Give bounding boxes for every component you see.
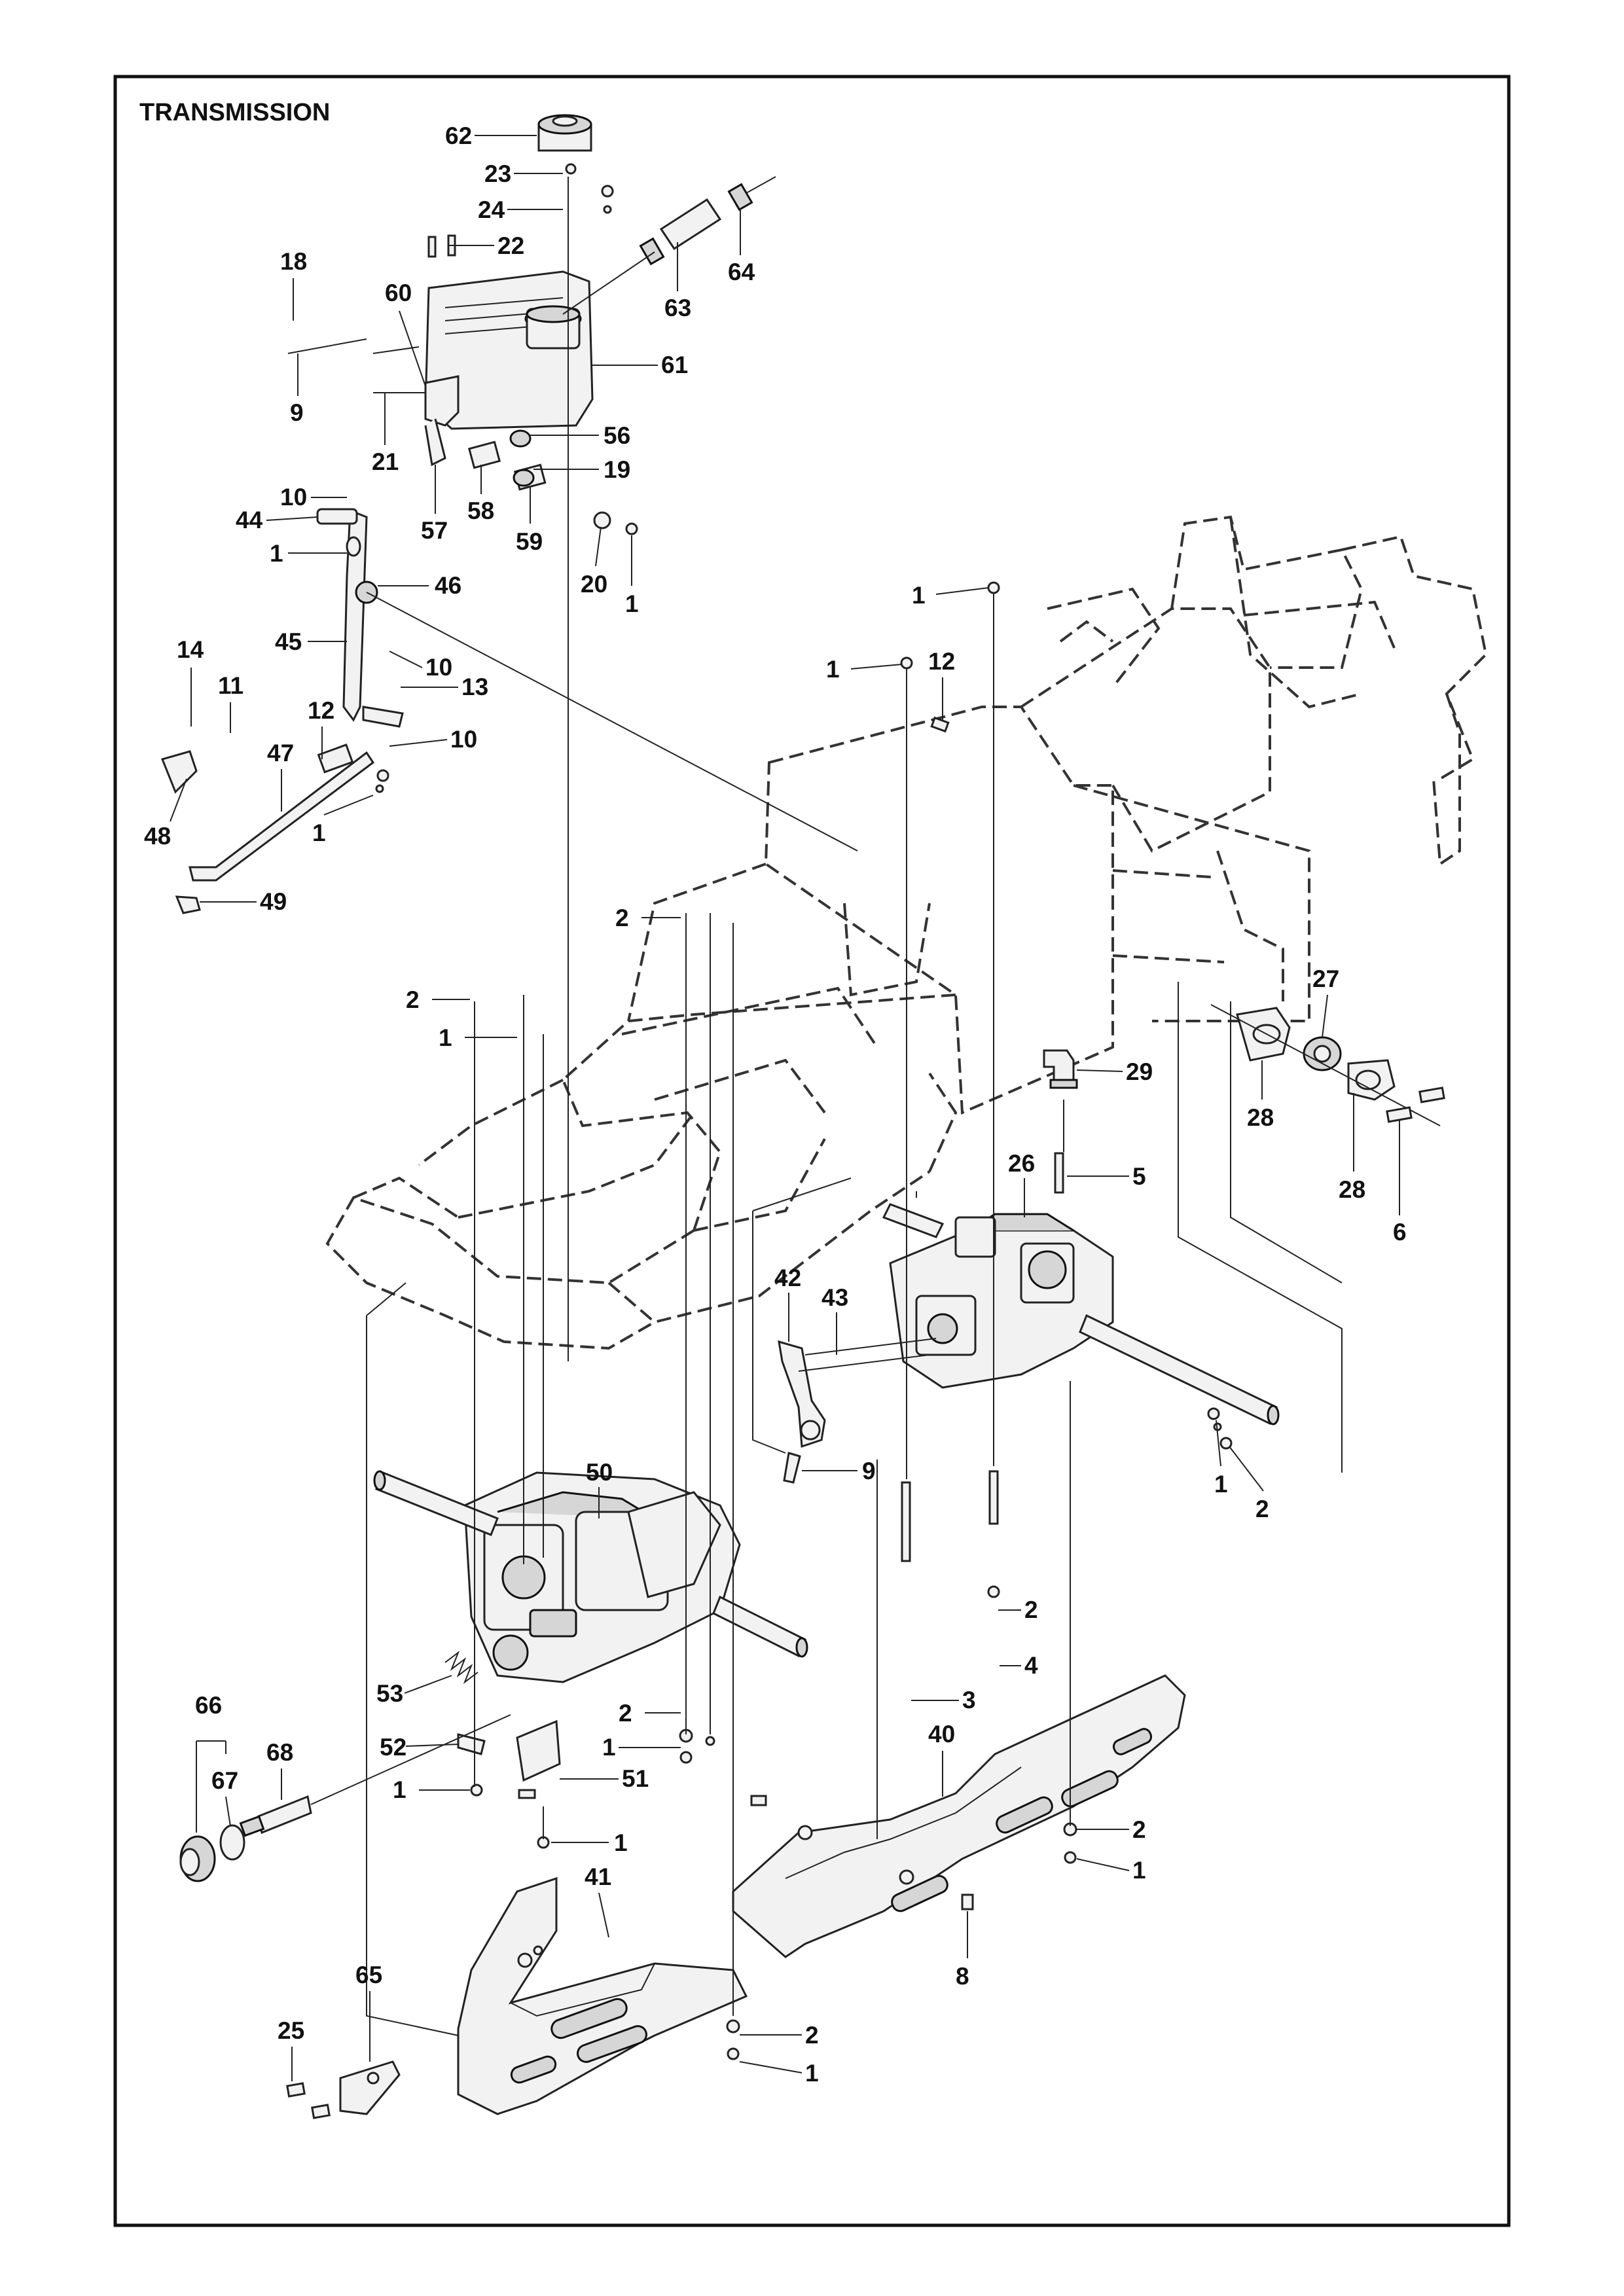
bearing-assembly — [1210, 1004, 1445, 1126]
callout-1e: 1 — [826, 656, 840, 683]
callout-1c: 1 — [312, 819, 326, 846]
callout-63: 63 — [664, 295, 691, 321]
transaxle-left — [373, 1470, 808, 1683]
callout-59: 59 — [516, 528, 543, 555]
callout-26: 26 — [1008, 1150, 1035, 1177]
chassis-frame — [325, 515, 1488, 1350]
callout-24: 24 — [478, 196, 505, 223]
callout-57: 57 — [421, 517, 448, 544]
callout-14: 14 — [177, 636, 204, 663]
skid-plate-right — [732, 1674, 1186, 1958]
callout-labels: 62 23 24 22 64 63 18 60 61 9 21 56 19 57… — [144, 122, 1407, 2087]
callout-60: 60 — [385, 279, 412, 306]
callout-19: 19 — [604, 456, 630, 483]
callout-3: 3 — [962, 1687, 976, 1713]
callout-1j: 1 — [614, 1829, 628, 1856]
transaxle-left-small-parts — [444, 1651, 715, 1849]
callout-1g: 1 — [1214, 1471, 1228, 1498]
callout-8: 8 — [956, 1963, 969, 1990]
callout-1l: 1 — [805, 2060, 819, 2087]
callout-11: 11 — [218, 672, 244, 699]
diagram-title: TRANSMISSION — [139, 99, 330, 126]
callout-10b: 10 — [425, 654, 452, 681]
callout-9b: 9 — [862, 1458, 876, 1484]
callout-43: 43 — [821, 1284, 848, 1311]
callout-67: 67 — [211, 1767, 238, 1794]
callout-27: 27 — [1312, 965, 1339, 992]
callout-51: 51 — [622, 1765, 649, 1792]
accumulator-assembly — [179, 1714, 511, 1882]
callout-4: 4 — [1024, 1652, 1038, 1679]
callout-10c: 10 — [450, 726, 477, 753]
transaxle-right — [882, 1191, 1280, 1426]
callout-2d: 2 — [1024, 1596, 1038, 1623]
callout-47: 47 — [267, 740, 294, 766]
callout-42: 42 — [774, 1265, 801, 1291]
callout-68: 68 — [266, 1739, 293, 1766]
page-border — [113, 75, 1511, 2227]
callout-5: 5 — [1132, 1163, 1146, 1190]
callout-10a: 10 — [280, 484, 307, 511]
callout-2g: 2 — [805, 2022, 819, 2049]
callout-52: 52 — [380, 1734, 406, 1761]
callout-50: 50 — [586, 1459, 613, 1486]
shift-arm-right — [778, 1338, 937, 1484]
callout-62: 62 — [445, 122, 472, 149]
callout-18: 18 — [280, 248, 307, 275]
callout-1b: 1 — [625, 590, 639, 617]
callout-49: 49 — [260, 888, 287, 915]
callout-1f: 1 — [439, 1024, 452, 1051]
callout-29: 29 — [1126, 1058, 1153, 1085]
shift-lever-linkage — [160, 508, 404, 914]
callout-21: 21 — [372, 448, 399, 475]
skid-plate-left — [457, 1876, 748, 2115]
callout-23: 23 — [484, 160, 511, 187]
callout-22: 22 — [497, 232, 524, 259]
callout-9: 9 — [290, 399, 304, 426]
shift-linkage-upper — [287, 338, 547, 491]
callout-46: 46 — [435, 572, 461, 599]
callout-12b: 12 — [928, 648, 955, 675]
callout-1k: 1 — [1132, 1857, 1146, 1884]
callout-2f: 2 — [1132, 1816, 1146, 1843]
callout-2b: 2 — [406, 986, 420, 1013]
callout-1h: 1 — [602, 1734, 616, 1761]
callout-45: 45 — [275, 628, 302, 655]
assembly-guide-lines — [366, 177, 1343, 2036]
callout-12a: 12 — [308, 697, 334, 724]
expansion-tank — [424, 270, 594, 430]
callout-65: 65 — [355, 1962, 382, 1988]
mount-bracket — [286, 2019, 740, 2119]
callout-56: 56 — [604, 422, 630, 449]
callout-40: 40 — [928, 1721, 955, 1748]
callout-13: 13 — [461, 673, 488, 700]
callout-2c: 2 — [1255, 1496, 1269, 1522]
callout-20: 20 — [581, 571, 607, 598]
callout-1a: 1 — [270, 540, 283, 567]
callout-61: 61 — [661, 351, 688, 378]
callout-64: 64 — [728, 259, 755, 285]
callout-66: 66 — [195, 1692, 222, 1719]
callout-28a: 28 — [1247, 1104, 1274, 1131]
callout-1i: 1 — [393, 1776, 406, 1803]
callout-28b: 28 — [1339, 1176, 1365, 1203]
callout-2e: 2 — [619, 1700, 632, 1727]
callout-25: 25 — [278, 2017, 304, 2044]
callout-1d: 1 — [912, 582, 926, 609]
elbow-fitting — [1043, 1049, 1078, 1089]
hose-assembly — [562, 176, 776, 315]
callout-6: 6 — [1393, 1219, 1407, 1246]
callout-58: 58 — [467, 497, 494, 524]
tank-cap — [537, 114, 592, 152]
callout-2a: 2 — [615, 905, 629, 931]
transaxle-bolts — [900, 581, 1233, 1864]
callout-48: 48 — [144, 823, 171, 850]
callout-44: 44 — [236, 507, 263, 533]
callout-41: 41 — [585, 1863, 611, 1890]
callout-53: 53 — [376, 1680, 403, 1707]
